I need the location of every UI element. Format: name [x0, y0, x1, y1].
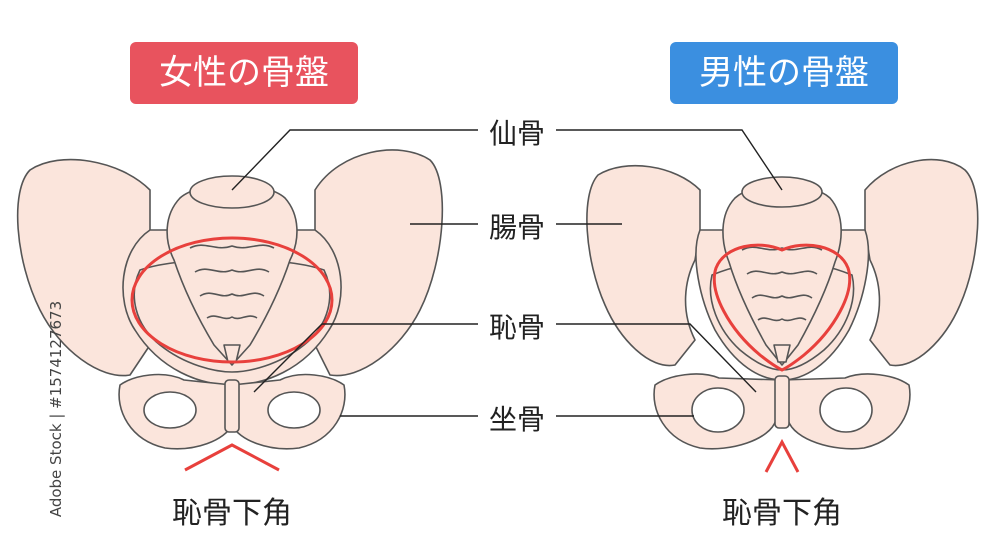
- female-pelvis: [16, 149, 444, 450]
- male-sacral-seg-2: [746, 270, 818, 275]
- label-sacrum: 仙骨: [488, 117, 545, 150]
- female-sacral-seg-3: [199, 292, 265, 297]
- male-pelvic-inlet-highlight: [712, 243, 852, 372]
- male-sacral-promontory: [741, 176, 823, 208]
- male-coccyx: [773, 344, 791, 363]
- female-sacral-seg-2: [194, 268, 270, 273]
- female-subpubic-angle: [184, 443, 280, 472]
- male-sacral-seg-4: [757, 317, 807, 322]
- leader-lines: [231, 129, 783, 417]
- male-pelvis-title: 男性の骨盤: [670, 42, 898, 104]
- female-angle-label: 恥骨下角: [172, 496, 292, 531]
- female-sacral-seg-1: [189, 244, 275, 249]
- male-sacral-seg-1: [741, 246, 823, 251]
- leader-sacrum-male: [556, 129, 783, 191]
- stock-watermark: Adobe Stock | #1574127673: [47, 300, 65, 518]
- male-right-ilium: [864, 158, 979, 367]
- female-obturator-right: [267, 391, 321, 429]
- female-pelvis-title: 女性の骨盤: [130, 42, 358, 104]
- female-pelvic-inlet-highlight: [130, 236, 334, 364]
- label-ischium: 坐骨: [488, 403, 545, 436]
- label-ilium: 腸骨: [488, 211, 545, 244]
- female-sacral-seg-4: [206, 315, 258, 320]
- male-left-ilium: [586, 164, 701, 367]
- leader-sacrum-female: [231, 129, 478, 191]
- female-obturator-left: [143, 391, 197, 429]
- male-angle-label: 恥骨下角: [722, 496, 842, 531]
- male-subpubic-angle: [764, 438, 800, 473]
- male-pelvis: [586, 158, 979, 450]
- male-obturator-right: [819, 387, 873, 433]
- male-obturator-left: [691, 387, 745, 433]
- leader-pubis-male: [556, 323, 757, 393]
- female-sacral-promontory: [189, 175, 275, 209]
- female-pubic-symphysis: [224, 379, 240, 433]
- male-pubic-symphysis: [774, 375, 790, 429]
- leader-pubis-female: [253, 323, 478, 393]
- label-pubis: 恥骨: [488, 311, 545, 344]
- male-sacral-seg-3: [751, 294, 813, 299]
